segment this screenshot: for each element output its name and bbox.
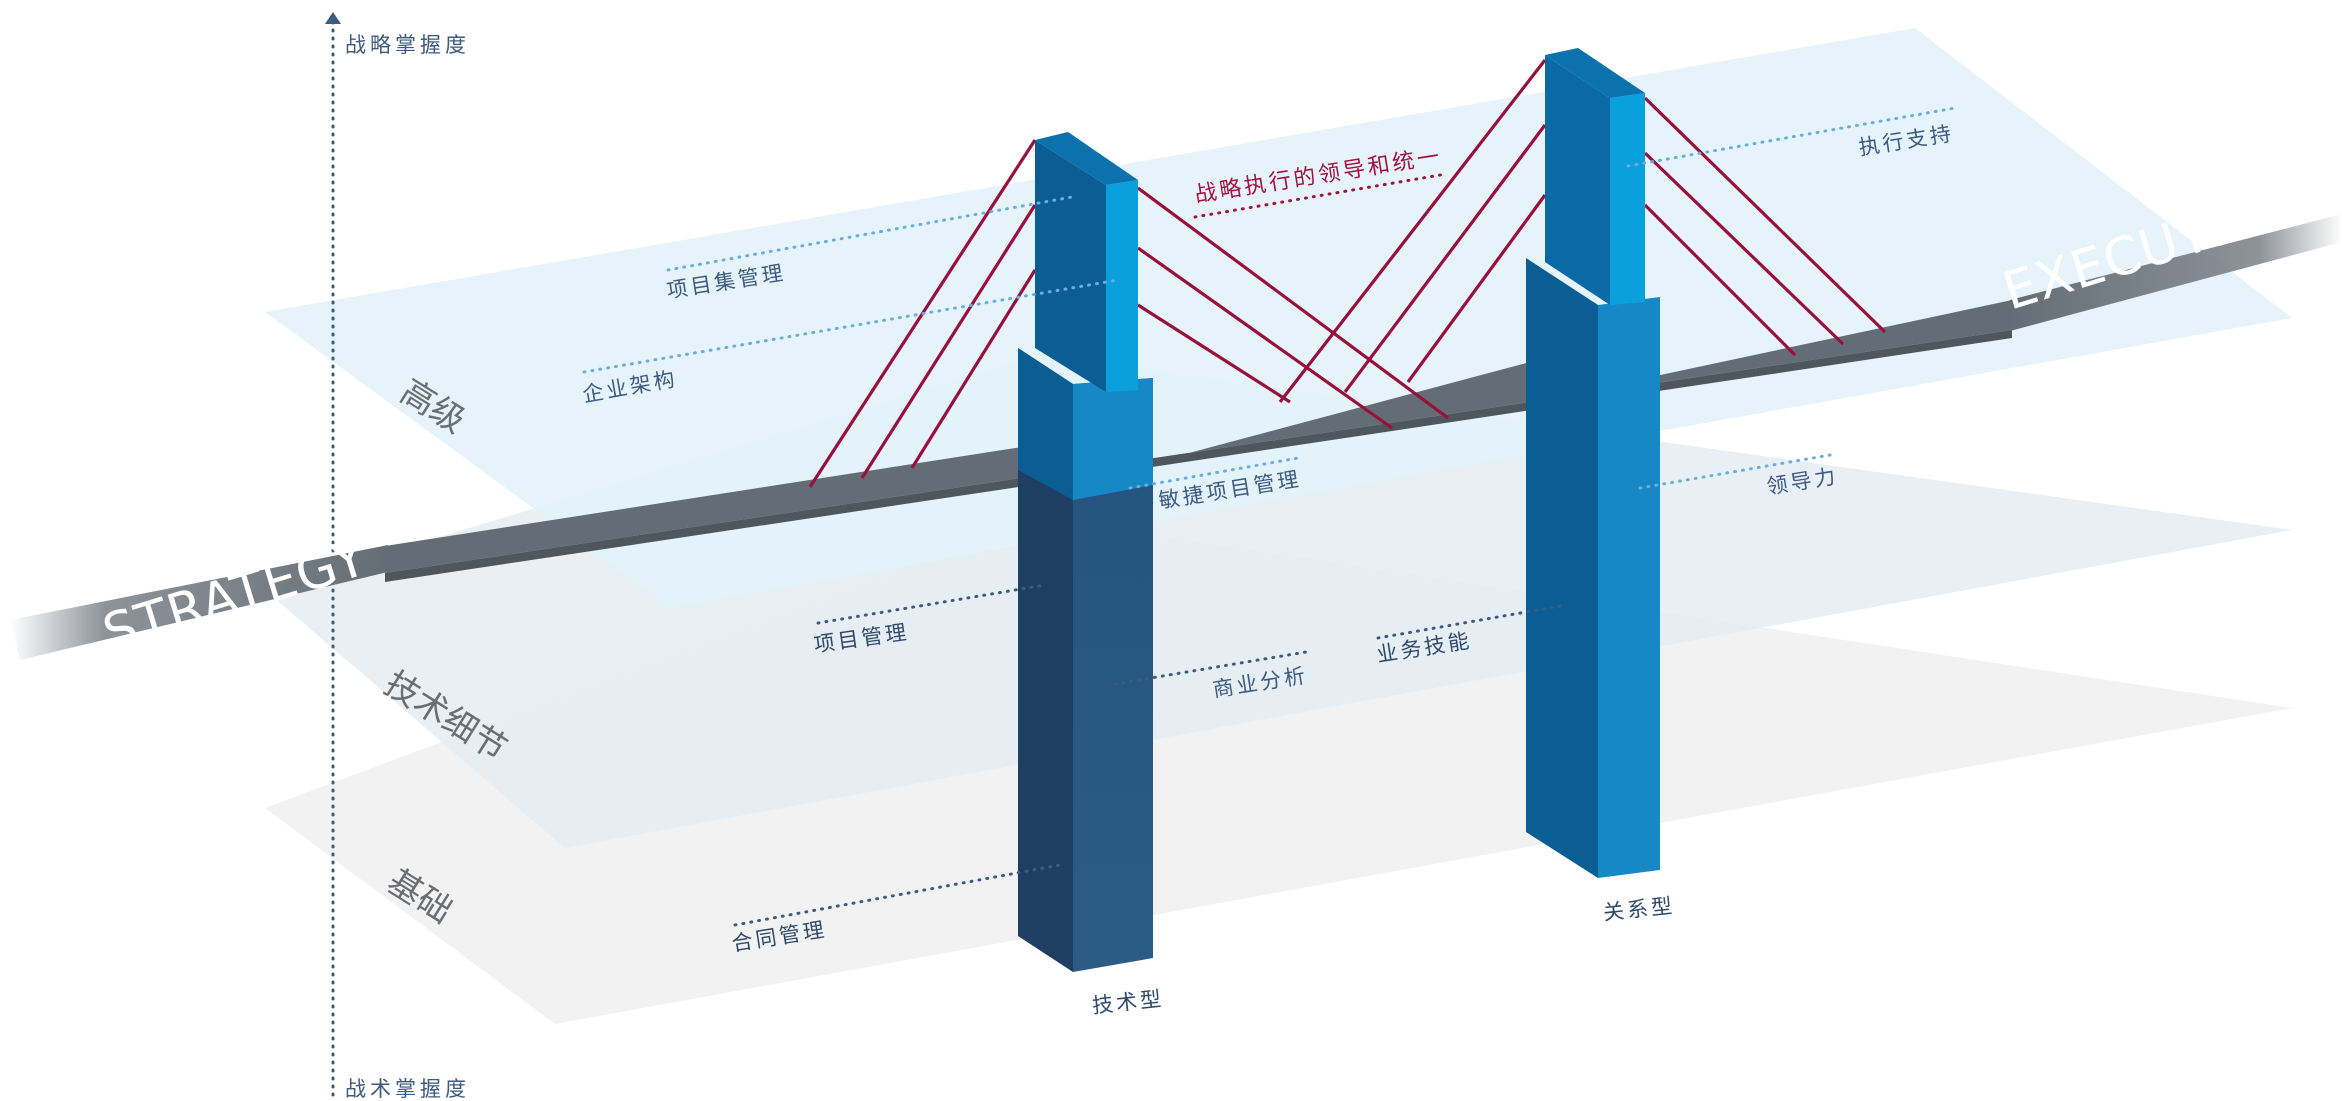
cable (1278, 59, 1547, 403)
tower-top-front (1610, 93, 1645, 305)
tower-top-side (1035, 140, 1106, 392)
cable (1137, 303, 1291, 404)
deck-main (385, 300, 2012, 573)
tower-top-front (1106, 180, 1138, 392)
deck-left-tail (10, 545, 388, 660)
axis-bottom-label: 战术掌握度 (345, 1077, 470, 1101)
cable (1643, 151, 1845, 346)
leader-strategy-alignment (1193, 172, 1448, 219)
tower-lower-side (1526, 258, 1598, 878)
leader-project-mgmt (816, 583, 1047, 625)
cable (1137, 246, 1393, 430)
leader-execution-support (1626, 106, 1957, 168)
tower-top-cap (1035, 132, 1138, 185)
cable (1137, 186, 1449, 420)
cable (1643, 203, 1797, 357)
tower-label-technical: 技术型 (1091, 987, 1165, 1018)
tower-label-relationship: 关系型 (1602, 894, 1676, 925)
tower-technical (1018, 132, 1153, 972)
high-plane (265, 28, 2292, 608)
leader-contract-mgmt (733, 863, 1062, 927)
cable (1643, 96, 1887, 334)
tower-upper-side (1018, 348, 1073, 500)
leader-business-analysis (1113, 650, 1308, 686)
axis-arrow-icon (325, 12, 341, 24)
tower-lower-front (1073, 378, 1153, 972)
cable (1406, 194, 1547, 383)
tower-top-cap (1545, 48, 1645, 98)
cable (1343, 124, 1547, 393)
tower-lower-side (1018, 348, 1073, 972)
tower-relationship (1526, 48, 1660, 878)
tower-top-side (1545, 55, 1610, 305)
leader-enterprise-arch (582, 278, 1120, 374)
cable (860, 204, 1037, 479)
deck-right-tail (2010, 214, 2342, 331)
cable (910, 269, 1037, 469)
leader-business-skills (1376, 603, 1568, 640)
tower-upper-front (1073, 378, 1153, 500)
tower-lower-front (1598, 297, 1660, 878)
leader-leadership (1638, 452, 1838, 490)
axis-top-label: 战略掌握度 (345, 33, 470, 57)
